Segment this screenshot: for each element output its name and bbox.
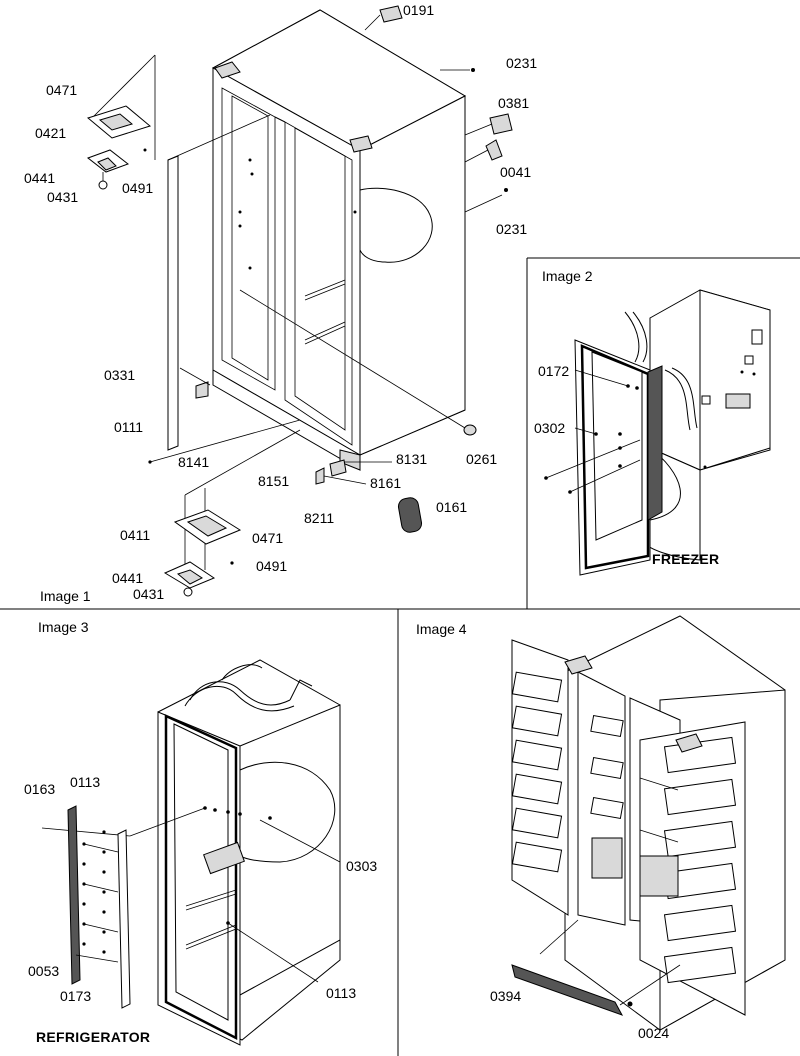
part-label: 0231 (506, 55, 538, 71)
part-label: 0261 (466, 451, 498, 467)
image3-rails (67, 805, 131, 1009)
image1-cabinet (211, 9, 467, 471)
image4-open-refrigerator (511, 615, 786, 1031)
image4-title: Image 4 (416, 621, 467, 637)
image1-small-parts (179, 5, 513, 533)
part-label: 0161 (436, 499, 468, 515)
part-label: 0431 (47, 189, 79, 205)
part-label: 0191 (403, 2, 435, 18)
image1-trim-strip (148, 114, 301, 464)
part-label: 0394 (490, 988, 522, 1004)
part-label: 0113 (326, 985, 357, 1001)
freezer-caption: FREEZER (652, 551, 720, 567)
image2-freezer-cabinet (544, 289, 771, 576)
part-label: 8161 (370, 475, 402, 491)
part-label: 0431 (133, 586, 165, 602)
part-label: 0053 (28, 963, 60, 979)
part-label: 0411 (120, 527, 151, 543)
image3-title: Image 3 (38, 619, 89, 635)
part-label: 0381 (498, 95, 530, 111)
part-label: 0471 (252, 530, 284, 546)
part-label: 0231 (496, 221, 528, 237)
part-label: 0113 (70, 774, 101, 790)
part-label: 0173 (60, 988, 92, 1004)
image1-top-hinge (86, 54, 156, 190)
image1-title: Image 1 (40, 588, 91, 604)
part-label: 0024 (638, 1025, 670, 1041)
part-label: 0331 (104, 367, 136, 383)
part-label: 8151 (258, 473, 290, 489)
refrigerator-caption: REFRIGERATOR (36, 1029, 151, 1045)
part-label: 0441 (24, 170, 56, 186)
part-label: 0111 (114, 419, 144, 435)
part-label: 0491 (256, 558, 288, 574)
part-label: 8141 (178, 454, 210, 470)
part-label: 0163 (24, 781, 56, 797)
panel-dividers (0, 257, 800, 1056)
part-label: 0302 (534, 420, 566, 436)
part-label: 8131 (396, 451, 428, 467)
part-label: 0172 (538, 363, 570, 379)
part-label: 0471 (46, 82, 78, 98)
image1-bottom-hinge (163, 429, 301, 597)
part-label: 8211 (304, 510, 335, 526)
part-label: 0421 (35, 125, 67, 141)
image3-refrigerator-cabinet (41, 659, 341, 1046)
part-label: 0491 (122, 180, 154, 196)
part-label: 0303 (346, 858, 378, 874)
part-label: 0441 (112, 570, 144, 586)
part-label: 0041 (500, 164, 532, 180)
image2-title: Image 2 (542, 268, 593, 284)
